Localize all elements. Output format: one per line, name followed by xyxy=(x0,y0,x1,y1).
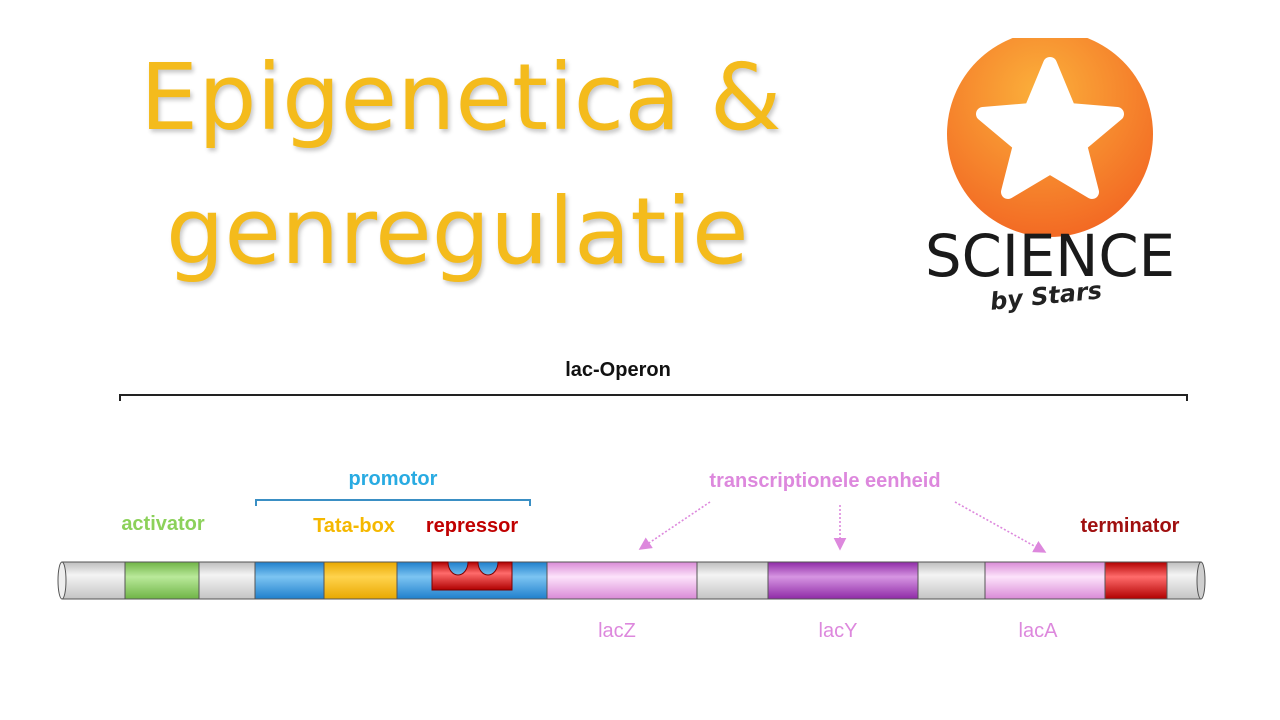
title-line-1: Epigenetica & xyxy=(140,44,782,151)
dna-segment-spacer xyxy=(198,561,256,600)
operon-label: lac-Operon xyxy=(565,359,671,381)
science-by-stars-logo: SCIENCE by Stars xyxy=(925,38,1175,316)
repressor-label: repressor xyxy=(426,515,518,537)
tatabox-segment xyxy=(323,561,398,600)
repressor-block xyxy=(431,561,513,591)
dna-segment-gap-1 xyxy=(696,561,769,600)
tatabox-label: Tata-box xyxy=(313,515,395,537)
promotor-label: promotor xyxy=(349,468,438,490)
terminator-segment xyxy=(1104,561,1168,600)
arrow-to-lacZ xyxy=(638,501,711,550)
lacA-segment xyxy=(984,561,1106,600)
transcription-unit-label: transcriptionele eenheid xyxy=(709,470,940,492)
dna-segment-gap-2 xyxy=(917,561,986,600)
dna-segment-start xyxy=(61,561,126,600)
operon-bracket xyxy=(119,394,1188,401)
lacY-segment xyxy=(767,561,919,600)
gene-label-lacY: lacY xyxy=(819,620,858,642)
arrow-to-lacA xyxy=(954,501,1047,553)
dna-end-cap-right xyxy=(1196,561,1206,600)
star-icon xyxy=(976,57,1124,199)
activator-segment xyxy=(124,561,200,600)
lacZ-segment xyxy=(546,561,698,600)
dna-segment-end xyxy=(1166,561,1202,600)
terminator-label: terminator xyxy=(1081,515,1180,537)
promotor-bracket xyxy=(255,499,531,506)
promotor-segment-1 xyxy=(254,561,325,600)
logo-word: SCIENCE xyxy=(925,222,1175,290)
dna-end-cap-left xyxy=(57,561,67,600)
gene-label-lacZ: lacZ xyxy=(598,620,636,642)
gene-label-lacA: lacA xyxy=(1019,620,1059,642)
dna-strand xyxy=(57,561,1206,600)
title-line-2: genregulatie xyxy=(166,178,749,285)
activator-label: activator xyxy=(121,513,205,535)
